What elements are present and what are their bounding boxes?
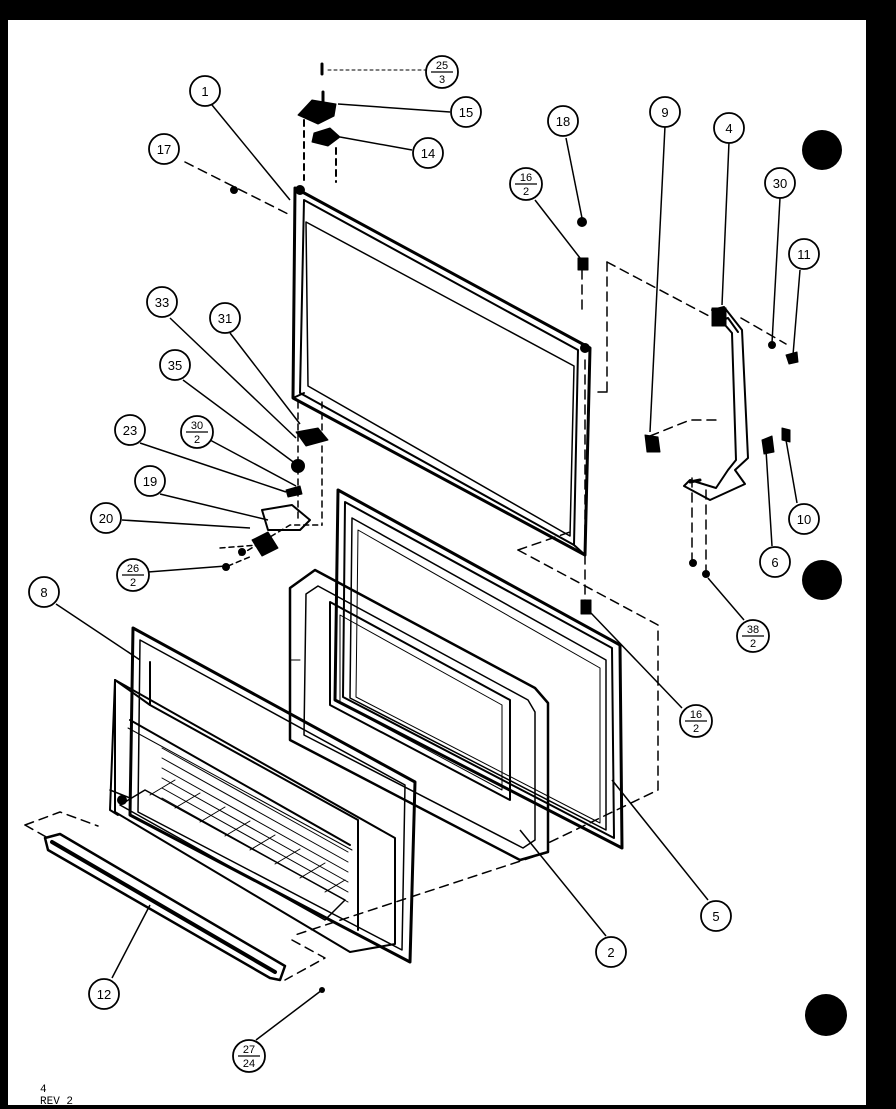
- storage-bin: [109, 626, 417, 964]
- callout-19: 19: [134, 465, 166, 497]
- callout-30: 30: [764, 167, 796, 199]
- callout-label: 35: [168, 358, 182, 373]
- callout-17: 17: [148, 133, 180, 165]
- fraction-numerator: 38: [747, 624, 759, 636]
- callout-31: 31: [209, 302, 241, 334]
- fraction-callout-25-3: 253: [425, 55, 459, 89]
- callout-4: 4: [713, 112, 745, 144]
- fraction-denominator: 3: [439, 74, 445, 86]
- small-clips: [644, 341, 799, 455]
- callout-label: 17: [157, 142, 171, 157]
- callout-label: 1: [201, 84, 208, 99]
- callout-label: 23: [123, 423, 137, 438]
- callout-label: 20: [99, 511, 113, 526]
- fraction-callout-26-2: 262: [116, 558, 150, 592]
- fraction-numerator: 27: [243, 1044, 255, 1056]
- binder-hole-middle: [802, 560, 842, 600]
- callout-label: 18: [556, 114, 570, 129]
- callout-label: 6: [771, 555, 778, 570]
- callout-label: 12: [97, 987, 111, 1002]
- fraction-callout-30-2: 302: [180, 415, 214, 449]
- callout-9: 9: [649, 96, 681, 128]
- door-liner-frame: [288, 568, 550, 862]
- callout-5: 5: [700, 900, 732, 932]
- fraction-numerator: 30: [191, 420, 203, 432]
- callout-label: 33: [155, 295, 169, 310]
- callout-12: 12: [88, 978, 120, 1010]
- fraction-denominator: 2: [523, 186, 529, 198]
- callout-label: 31: [218, 311, 232, 326]
- callout-label: 9: [661, 105, 668, 120]
- callout-35: 35: [159, 349, 191, 381]
- binder-hole-top: [802, 130, 842, 170]
- callout-label: 4: [725, 121, 732, 136]
- bin-front-rail: [24, 811, 326, 982]
- fraction-denominator: 2: [130, 577, 136, 589]
- fraction-numerator: 16: [520, 172, 532, 184]
- fraction-denominator: 2: [194, 434, 200, 446]
- callout-6: 6: [759, 546, 791, 578]
- callout-label: 8: [40, 585, 47, 600]
- callout-33: 33: [146, 286, 178, 318]
- callout-20: 20: [90, 502, 122, 534]
- door-gasket: [333, 488, 624, 850]
- top-hinge-assembly: [297, 62, 433, 183]
- callout-label: 30: [773, 176, 787, 191]
- callout-15: 15: [450, 96, 482, 128]
- binder-hole-bottom: [805, 994, 847, 1036]
- fraction-callout-16-2: 162: [679, 704, 713, 738]
- alignment-lines-right: [581, 261, 787, 606]
- callout-14: 14: [412, 137, 444, 169]
- fraction-denominator: 2: [693, 723, 699, 735]
- callout-label: 10: [797, 512, 811, 527]
- callout-2: 2: [595, 936, 627, 968]
- fraction-denominator: 24: [243, 1058, 255, 1070]
- callout-10: 10: [788, 503, 820, 535]
- fraction-numerator: 16: [690, 709, 702, 721]
- fraction-denominator: 2: [750, 638, 756, 650]
- leader-17-dashed: [184, 161, 293, 217]
- callout-23: 23: [114, 414, 146, 446]
- callout-label: 2: [607, 945, 614, 960]
- fraction-numerator: 25: [436, 60, 448, 72]
- callout-label: 5: [712, 909, 719, 924]
- callout-label: 14: [421, 146, 435, 161]
- footer-revision: REV 2: [40, 1096, 73, 1108]
- callout-1: 1: [189, 75, 221, 107]
- callout-label: 11: [797, 247, 811, 262]
- callout-label: 19: [143, 474, 157, 489]
- fraction-callout-16-2: 162: [509, 167, 543, 201]
- leader-lines: [55, 103, 801, 1041]
- left-hinge-assembly: [219, 401, 329, 571]
- callout-8: 8: [28, 576, 60, 608]
- alignment-lines-middle: [294, 531, 659, 936]
- footer-sheet-number: 4: [40, 1084, 47, 1096]
- callout-label: 15: [459, 105, 473, 120]
- callout-18: 18: [547, 105, 579, 137]
- door-handle-bracket: [683, 306, 749, 501]
- fraction-callout-38-2: 382: [736, 619, 770, 653]
- callout-11: 11: [788, 238, 820, 270]
- fraction-numerator: 26: [127, 563, 139, 575]
